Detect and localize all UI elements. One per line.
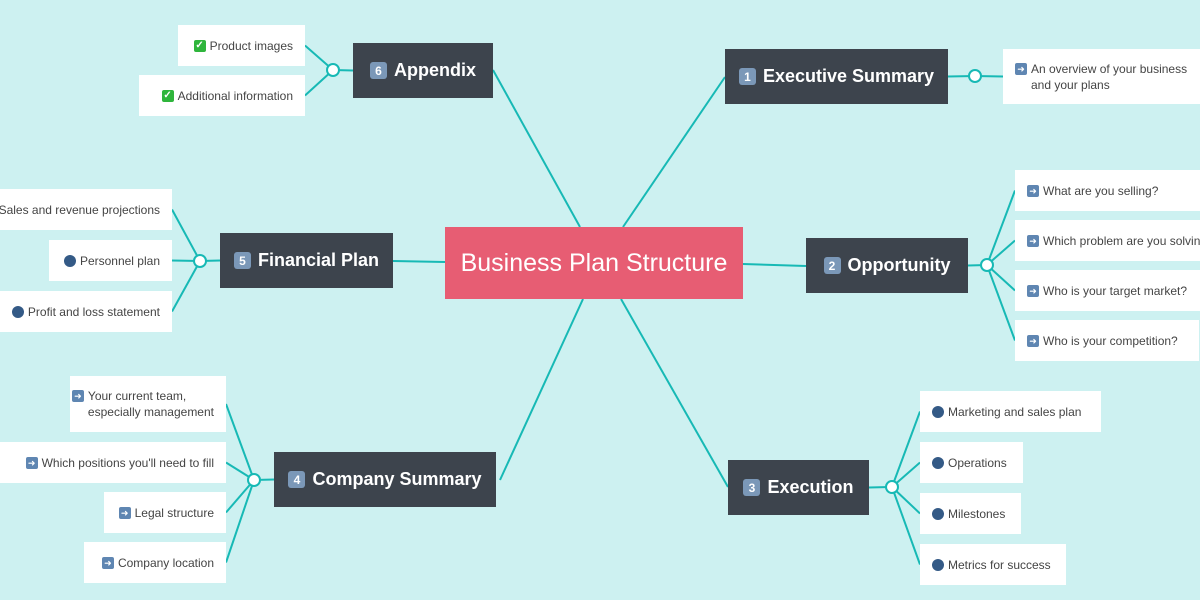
collapse-toggle[interactable] (193, 254, 207, 268)
arrow-right-icon: ➜ (101, 556, 114, 569)
arrow-right-icon: ➜ (118, 506, 131, 519)
subtopic-label: Which positions you'll need to fill (41, 455, 214, 470)
topic-label: Execution (767, 477, 854, 497)
subtopic[interactable]: Metrics for success (920, 544, 1066, 585)
subtopic[interactable]: ➜Your current team, especially managemen… (70, 376, 226, 432)
subtopic-label: Who is your target market? (1043, 283, 1188, 298)
subtopic[interactable]: Marketing and sales plan (920, 391, 1101, 432)
subtopic[interactable]: ➜ Which problem are you solving? (1015, 220, 1200, 261)
subtopic[interactable]: ✓Additional information (139, 75, 305, 116)
checkmark-icon: ✓ (193, 39, 206, 52)
subtopic[interactable]: Personnel plan (49, 240, 172, 281)
subtopic-label: Personnel plan (79, 253, 160, 268)
branch-line (392, 260, 446, 263)
subtopic-label: Milestones (948, 506, 1006, 521)
leaf-line (171, 209, 201, 262)
collapse-toggle[interactable] (247, 473, 261, 487)
leaf-line (225, 479, 255, 563)
arrow-right-icon: ➜ (1027, 284, 1039, 297)
central-topic-label: Business Plan Structure (460, 248, 728, 277)
collapse-toggle[interactable] (980, 258, 994, 272)
dot-icon (11, 305, 24, 318)
topic-execution[interactable]: 3 Execution (728, 460, 869, 515)
leaf-line (225, 479, 255, 514)
subtopic[interactable]: ➜Which positions you'll need to fill (0, 442, 226, 483)
branch-line (499, 298, 584, 481)
number-4-icon: 4 (288, 471, 306, 488)
subtopic-label: Profit and loss statement (27, 304, 160, 319)
checkmark-icon: ✓ (161, 89, 174, 102)
subtopic-label: Legal structure (134, 505, 214, 520)
arrow-right-icon: ➜ (25, 456, 38, 469)
topic-label: Company Summary (312, 469, 482, 489)
leaf-line (225, 403, 255, 481)
subtopic-label: Marketing and sales plan (948, 404, 1082, 419)
topic-financial-plan[interactable]: 5 Financial Plan (220, 233, 393, 288)
collapse-toggle[interactable] (968, 69, 982, 83)
dot-icon (63, 254, 76, 267)
branch-line (620, 298, 729, 488)
topic-label: Appendix (393, 60, 476, 80)
topic-executive-summary[interactable]: 1 Executive Summary (725, 49, 948, 104)
central-topic[interactable]: Business Plan Structure (445, 227, 743, 299)
subtopic-label: What are you selling? (1043, 183, 1159, 198)
subtopic-label: Who is your competition? (1043, 333, 1178, 348)
subtopic[interactable]: Sales and revenue projections (0, 189, 172, 230)
arrow-right-icon: ➜ (1027, 184, 1039, 197)
leaf-line (891, 411, 921, 488)
number-2-icon: 2 (823, 257, 841, 274)
dot-icon (932, 456, 944, 469)
subtopic[interactable]: ➜ An overview of your business and your p… (1003, 49, 1200, 104)
leaf-line (986, 190, 1016, 266)
collapse-toggle[interactable] (885, 480, 899, 494)
leaf-line (986, 264, 1016, 341)
subtopic[interactable]: Milestones (920, 493, 1021, 534)
topic-label: Executive Summary (762, 66, 935, 86)
subtopic[interactable]: Operations (920, 442, 1023, 483)
leaf-line (171, 260, 201, 312)
subtopic-label: An overview of your business and your pl… (1031, 61, 1188, 92)
number-1-icon: 1 (738, 68, 756, 85)
leaf-line (891, 486, 921, 565)
branch-line (742, 263, 807, 267)
subtopic[interactable]: ➜ What are you selling? (1015, 170, 1200, 211)
number-3-icon: 3 (743, 479, 761, 496)
subtopic[interactable]: ➜ Who is your competition? (1015, 320, 1199, 361)
arrow-right-icon: ➜ (71, 390, 84, 402)
subtopic-label: Sales and revenue projections (0, 202, 160, 217)
dot-icon (932, 558, 944, 571)
subtopic-label: Which problem are you solving? (1043, 233, 1200, 248)
arrow-right-icon: ➜ (1027, 334, 1039, 347)
topic-label: Financial Plan (257, 250, 380, 270)
topic-company-summary[interactable]: 4 Company Summary (274, 452, 496, 507)
collapse-toggle[interactable] (326, 63, 340, 77)
subtopic-label: Operations (948, 455, 1007, 470)
subtopic-label: Company location (117, 555, 214, 570)
topic-opportunity[interactable]: 2 Opportunity (806, 238, 968, 293)
branch-line (622, 76, 726, 228)
subtopic[interactable]: ➜Company location (84, 542, 226, 583)
subtopic[interactable]: ➜ Who is your target market? (1015, 270, 1200, 311)
topic-label: Opportunity (847, 255, 951, 275)
topic-appendix[interactable]: 6 Appendix (353, 43, 493, 98)
arrow-right-icon: ➜ (1015, 62, 1027, 75)
arrow-right-icon: ➜ (1027, 234, 1039, 247)
subtopic[interactable]: ➜Legal structure (104, 492, 226, 533)
branch-line (492, 69, 581, 228)
dot-icon (932, 405, 944, 418)
subtopic[interactable]: ✓Product images (178, 25, 305, 66)
number-6-icon: 6 (369, 62, 387, 79)
number-5-icon: 5 (233, 252, 251, 269)
subtopic[interactable]: Profit and loss statement (0, 291, 172, 332)
subtopic-label: Product images (209, 38, 293, 53)
dot-icon (932, 507, 944, 520)
subtopic-label: Additional information (177, 88, 293, 103)
subtopic-label: Your current team, especially management (87, 389, 214, 419)
subtopic-label: Metrics for success (948, 557, 1051, 572)
